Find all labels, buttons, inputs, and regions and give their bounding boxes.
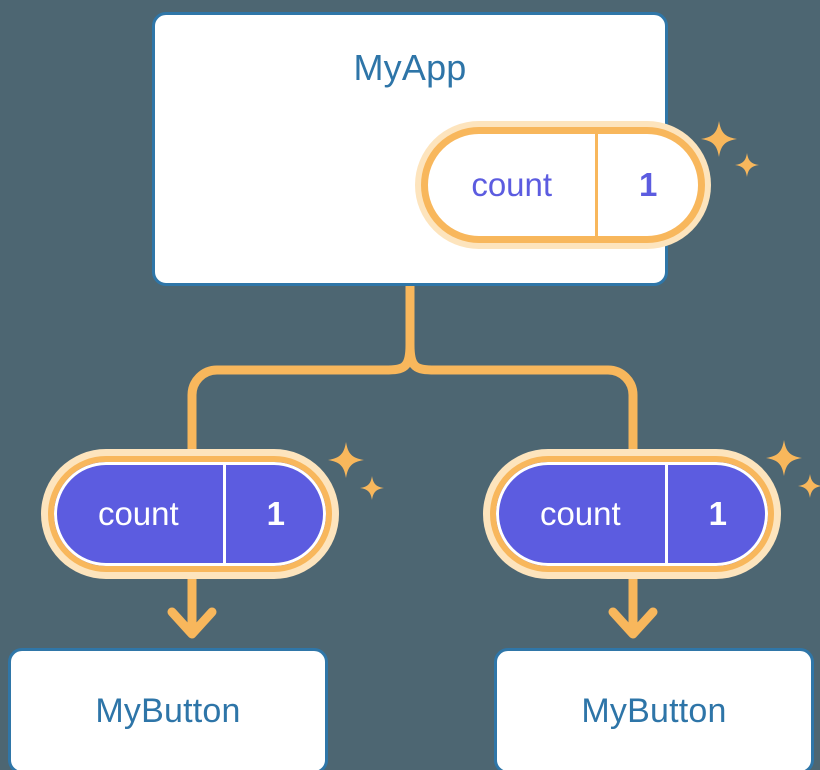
signal-key-label: count (471, 166, 553, 203)
component-title: MyButton (581, 691, 727, 730)
component-card-myapp[interactable]: MyApp count 1 (152, 12, 759, 286)
component-title: MyButton (95, 691, 241, 730)
signal-pill-myapp[interactable]: count 1 (421, 127, 705, 243)
signal-pill-child-right[interactable]: count 1 (490, 456, 774, 572)
branch-left (187, 340, 415, 457)
signal-key-label: count (97, 495, 179, 532)
signal-value-label: 1 (222, 462, 326, 566)
sparkle-icon (328, 442, 384, 500)
component-card-mybutton-left[interactable]: MyButton (8, 648, 328, 770)
branch-right (405, 340, 638, 457)
component-card-mybutton-right[interactable]: MyButton (494, 648, 814, 770)
arrow-head-left (167, 607, 217, 639)
signal-value-label: 1 (664, 462, 768, 566)
signal-value-label: 1 (595, 134, 698, 236)
page-title: MyApp (353, 47, 467, 88)
signal-pill-child-left[interactable]: count 1 (48, 456, 332, 572)
sparkle-icon (701, 121, 759, 177)
signal-key-label: count (539, 495, 621, 532)
arrow-head-right (608, 607, 658, 639)
